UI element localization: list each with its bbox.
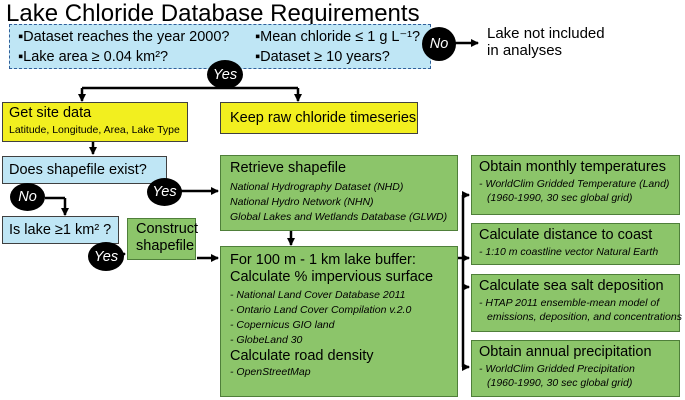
retrieve-shapefile-title: Retrieve shapefile bbox=[230, 160, 347, 176]
lake-buffer-box: For 100 m - 1 km lake buffer: Calculate … bbox=[220, 246, 458, 397]
retrieve-source-glwd: Global Lakes and Wetlands Database (GLWD… bbox=[230, 211, 448, 223]
impervious-heading: Calculate % impervious surface bbox=[230, 269, 434, 285]
distance-to-coast-box: Calculate distance to coast - 1:10 m coa… bbox=[471, 223, 680, 265]
criterion-dataset-years: ▪Dataset ≥ 10 years? bbox=[255, 49, 390, 65]
monthly-temperatures-box: Obtain monthly temperatures - WorldClim … bbox=[471, 155, 680, 215]
retrieve-source-nhn: National Hydro Network (NHN) bbox=[230, 196, 374, 208]
shapefile-yes-badge: Yes bbox=[147, 178, 182, 206]
no-decision-badge: No bbox=[422, 27, 456, 61]
construct-shapefile-box: Construct shapefile bbox=[127, 218, 198, 260]
annual-precipitation-box: Obtain annual precipitation - WorldClim … bbox=[471, 340, 680, 397]
diagram-title: Lake Chloride Database Requirements bbox=[6, 0, 420, 27]
shapefile-no-badge: No bbox=[10, 183, 45, 211]
criterion-mean-chloride: ▪Mean chloride ≤ 1 g L⁻¹? bbox=[255, 29, 421, 45]
lake-area-yes-badge: Yes bbox=[88, 242, 124, 271]
impervious-source-copernicus: - Copernicus GIO land bbox=[230, 319, 335, 331]
impervious-source-nlcd: - National Land Cover Database 2011 bbox=[230, 289, 406, 301]
criterion-lake-area: ▪Lake area ≥ 0.04 km²? bbox=[18, 49, 169, 65]
exclusion-text: Lake not included in analyses bbox=[487, 25, 605, 59]
get-site-data-box: Get site data Latitude, Longitude, Area,… bbox=[2, 102, 188, 142]
keep-raw-timeseries-box: Keep raw chloride timeseries bbox=[220, 102, 418, 134]
road-source-osm: - OpenStreetMap bbox=[230, 366, 311, 378]
sea-salt-deposition-box: Calculate sea salt deposition - HTAP 201… bbox=[471, 274, 682, 332]
retrieve-shapefile-box: Retrieve shapefile National Hydrography … bbox=[220, 155, 458, 231]
lake-area-question: Is lake ≥1 km² ? bbox=[2, 216, 119, 244]
retrieve-source-nhd: National Hydrography Dataset (NHD) bbox=[230, 181, 404, 193]
yes-decision-badge: Yes bbox=[207, 60, 243, 89]
get-site-data-fields: Latitude, Longitude, Area, Lake Type bbox=[9, 124, 180, 136]
criterion-year-2000: ▪Dataset reaches the year 2000? bbox=[18, 29, 230, 45]
impervious-source-ontario: - Ontario Land Cover Compilation v.2.0 bbox=[230, 304, 412, 316]
shapefile-exists-question: Does shapefile exist? bbox=[2, 156, 167, 184]
buffer-heading: For 100 m - 1 km lake buffer: bbox=[230, 252, 416, 268]
road-density-heading: Calculate road density bbox=[230, 348, 374, 364]
impervious-source-globeland: - GlobeLand 30 bbox=[230, 334, 303, 346]
get-site-data-title: Get site data bbox=[9, 105, 92, 121]
